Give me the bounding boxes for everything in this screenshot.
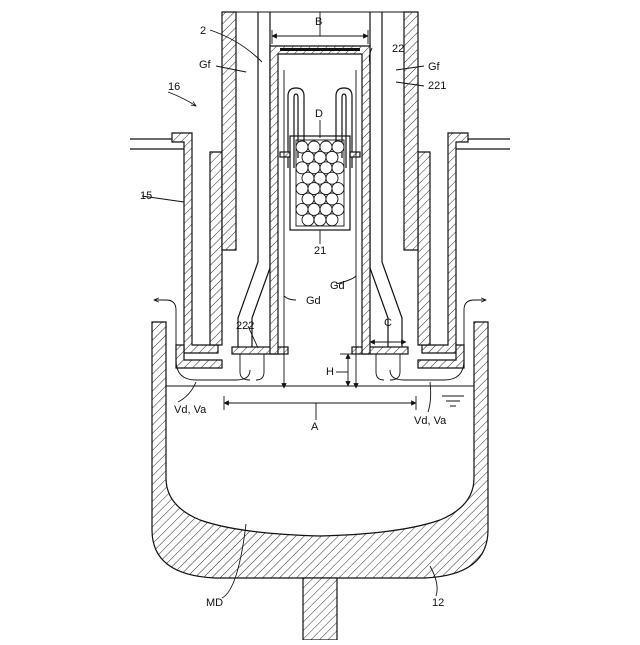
dopant-ball: [296, 162, 308, 174]
dopant-ball: [326, 214, 338, 226]
dopant-ball: [296, 141, 308, 153]
dopant-ball: [308, 183, 320, 195]
dopant-ball: [314, 151, 326, 163]
label-16: 16: [168, 81, 180, 93]
label-gd-left: Gd: [306, 295, 321, 307]
plate-222-right: [352, 347, 408, 354]
label-21: 21: [314, 245, 326, 257]
label-12: 12: [432, 597, 444, 609]
dopant-ball: [326, 151, 338, 163]
label-gf-left: Gf: [199, 59, 212, 71]
dopant-ball: [314, 172, 326, 184]
dopant-ball: [332, 203, 344, 215]
dopant-ball: [308, 162, 320, 174]
label-a: A: [311, 421, 319, 433]
crucible-12: [152, 322, 488, 640]
label-b: B: [315, 16, 322, 28]
dopant-ball: [320, 183, 332, 195]
plate-222-left: [232, 347, 288, 354]
label-221: 221: [428, 80, 446, 92]
label-c: C: [384, 317, 392, 329]
dopant-ball: [314, 193, 326, 205]
dopant-ball: [302, 193, 314, 205]
label-md: MD: [206, 597, 223, 609]
dopant-ball: [302, 214, 314, 226]
label-222: 222: [236, 320, 254, 332]
label-vd-left: Vd, Va: [174, 404, 207, 416]
crucible-shaft: [303, 578, 337, 640]
dopant-ball: [320, 162, 332, 174]
dopant-container-21: [290, 136, 350, 230]
dopant-ball: [332, 183, 344, 195]
dopant-ball: [302, 172, 314, 184]
dopant-ball: [320, 141, 332, 153]
dopant-ball: [326, 193, 338, 205]
dopant-ball: [296, 203, 308, 215]
dopant-ball: [302, 151, 314, 163]
dopant-ball: [314, 214, 326, 226]
dopant-ball: [332, 162, 344, 174]
label-gf-right: Gf: [428, 61, 441, 73]
dopant-ball: [320, 203, 332, 215]
dopant-ball: [326, 172, 338, 184]
label-15: 15: [140, 190, 152, 202]
dopant-ball: [308, 141, 320, 153]
dopant-balls: [296, 141, 344, 226]
label-22: 22: [392, 43, 404, 55]
label-gd-right: Gd: [330, 280, 345, 292]
dopant-ball: [308, 203, 320, 215]
label-2: 2: [200, 25, 206, 37]
dopant-ball: [332, 141, 344, 153]
label-vd-right: Vd, Va: [414, 415, 447, 427]
label-d: D: [315, 108, 323, 120]
dopant-ball: [296, 183, 308, 195]
label-h: H: [326, 366, 334, 378]
